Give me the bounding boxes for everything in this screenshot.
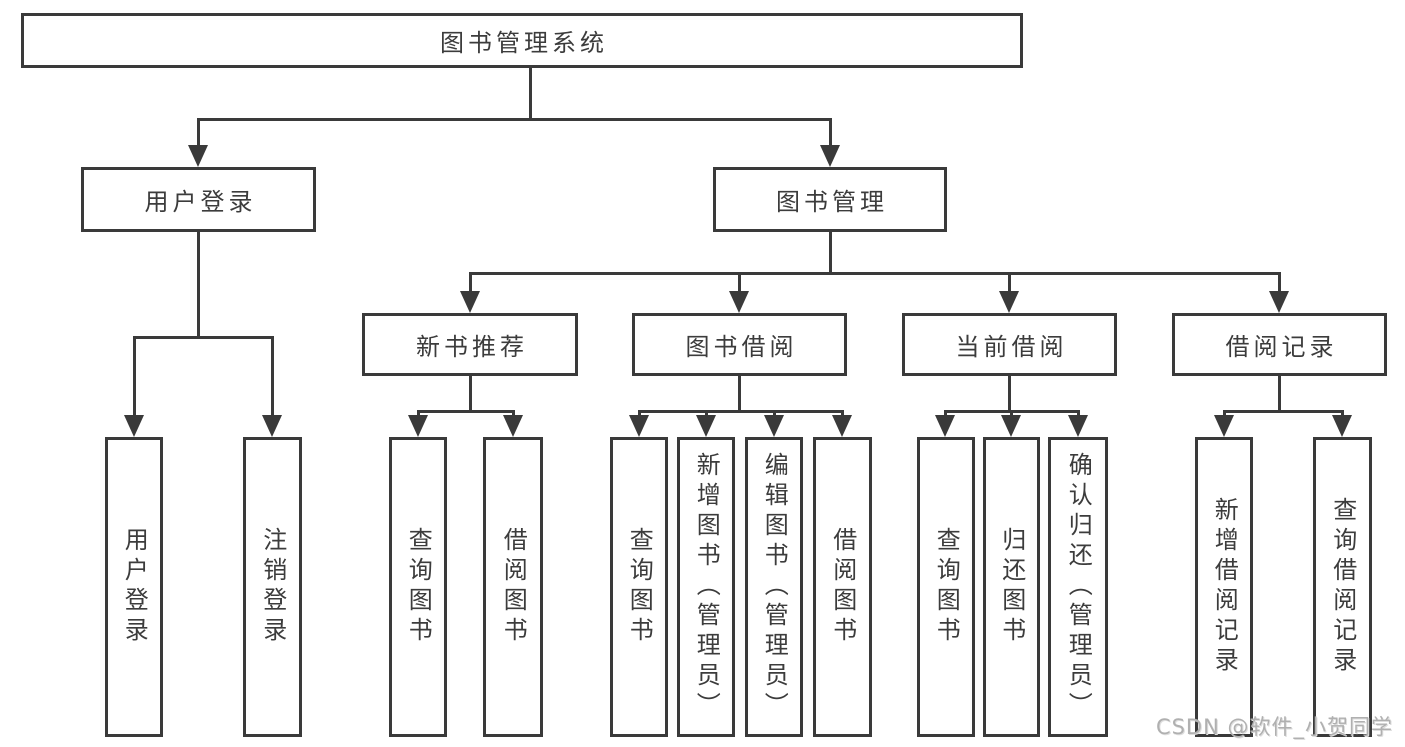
- leaf-edit-book-admin: 编辑图书（管理员）: [745, 437, 803, 737]
- node-book-management-label: 图书管理: [776, 188, 888, 216]
- leaf-confirm-return-admin: 确认归还（管理员）: [1048, 437, 1108, 737]
- connector-line: [738, 272, 741, 292]
- node-user-login-label: 用户登录: [144, 188, 257, 216]
- arrow-down-icon: [764, 415, 784, 437]
- connector-line: [944, 410, 947, 417]
- connector-line: [512, 410, 515, 417]
- arrow-down-icon: [503, 415, 523, 437]
- arrow-down-icon: [1269, 291, 1289, 313]
- csdn-watermark: CSDN @软件_小贺同学: [1155, 715, 1393, 739]
- leaf-query-books-3: 查询图书: [917, 437, 975, 737]
- arrow-down-icon: [729, 291, 749, 313]
- connector-line: [133, 336, 274, 339]
- connector-line: [1278, 272, 1281, 292]
- connector-line: [197, 232, 200, 336]
- connector-line: [1223, 410, 1344, 413]
- leaf-user-login-label: 用户登录: [120, 527, 149, 647]
- connector-line: [841, 410, 844, 417]
- connector-line: [773, 410, 776, 417]
- node-root-label: 图书管理系统: [440, 29, 608, 57]
- arrow-down-icon: [696, 415, 716, 437]
- leaf-add-borrow-record-label: 新增借阅记录: [1210, 497, 1239, 677]
- leaf-user-login: 用户登录: [105, 437, 163, 737]
- leaf-query-books-2-label: 查询图书: [625, 527, 654, 647]
- node-book-borrow-label: 图书借阅: [685, 333, 798, 361]
- leaf-add-book-admin: 新增图书（管理员）: [677, 437, 735, 737]
- arrow-down-icon: [820, 145, 840, 167]
- leaf-borrow-books-2: 借阅图书: [813, 437, 872, 737]
- connector-line: [705, 410, 708, 417]
- connector-line: [1341, 410, 1344, 417]
- leaf-return-book: 归还图书: [983, 437, 1040, 737]
- leaf-logout-label: 注销登录: [258, 527, 287, 647]
- arrow-down-icon: [629, 415, 649, 437]
- connector-line: [469, 272, 1281, 275]
- connector-line: [271, 336, 274, 416]
- arrow-down-icon: [408, 415, 428, 437]
- node-book-management: 图书管理: [713, 167, 947, 232]
- connector-line: [1008, 272, 1011, 292]
- arrow-down-icon: [188, 145, 208, 167]
- node-user-login: 用户登录: [81, 167, 316, 232]
- arrow-down-icon: [1068, 415, 1088, 437]
- node-book-borrow: 图书借阅: [632, 313, 847, 376]
- leaf-add-book-admin-label: 新增图书（管理员）: [692, 452, 721, 722]
- arrow-down-icon: [1214, 415, 1234, 437]
- connector-line: [417, 410, 515, 413]
- arrow-down-icon: [1001, 415, 1021, 437]
- node-new-book-recommend-label: 新书推荐: [416, 333, 528, 361]
- connector-line: [829, 118, 832, 146]
- leaf-query-borrow-record: 查询借阅记录: [1313, 437, 1372, 737]
- connector-line: [1077, 410, 1080, 417]
- arrow-down-icon: [1332, 415, 1352, 437]
- leaf-borrow-books-2-label: 借阅图书: [828, 527, 857, 647]
- connector-line: [197, 118, 200, 146]
- node-borrow-records: 借阅记录: [1172, 313, 1387, 376]
- connector-line: [638, 410, 844, 413]
- leaf-query-borrow-record-label: 查询借阅记录: [1328, 497, 1357, 677]
- leaf-query-books-3-label: 查询图书: [932, 527, 961, 647]
- connector-line: [1008, 376, 1011, 410]
- leaf-query-books-2: 查询图书: [610, 437, 668, 737]
- arrow-down-icon: [832, 415, 852, 437]
- connector-line: [1223, 410, 1226, 417]
- arrow-down-icon: [460, 291, 480, 313]
- arrow-down-icon: [999, 291, 1019, 313]
- leaf-query-books-1-label: 查询图书: [404, 527, 433, 647]
- connector-line: [417, 410, 420, 417]
- leaf-return-book-label: 归还图书: [997, 527, 1026, 647]
- connector-line: [1278, 376, 1281, 410]
- leaf-logout: 注销登录: [243, 437, 302, 737]
- node-current-borrow: 当前借阅: [902, 313, 1117, 376]
- connector-line: [638, 410, 641, 417]
- connector-line: [197, 118, 832, 121]
- arrow-down-icon: [935, 415, 955, 437]
- connector-line: [133, 336, 136, 416]
- connector-line: [529, 68, 532, 118]
- leaf-add-borrow-record: 新增借阅记录: [1195, 437, 1253, 737]
- connector-line: [1010, 410, 1013, 417]
- leaf-borrow-books-1: 借阅图书: [483, 437, 543, 737]
- connector-line: [829, 232, 832, 272]
- connector-line: [469, 272, 472, 292]
- leaf-query-books-1: 查询图书: [389, 437, 447, 737]
- leaf-edit-book-admin-label: 编辑图书（管理员）: [760, 452, 789, 722]
- node-current-borrow-label: 当前借阅: [955, 333, 1068, 361]
- leaf-confirm-return-admin-label: 确认归还（管理员）: [1064, 452, 1093, 722]
- arrow-down-icon: [124, 415, 144, 437]
- node-new-book-recommend: 新书推荐: [362, 313, 578, 376]
- node-borrow-records-label: 借阅记录: [1225, 333, 1338, 361]
- node-root: 图书管理系统: [21, 13, 1023, 68]
- connector-line: [738, 376, 741, 410]
- connector-line: [469, 376, 472, 410]
- leaf-borrow-books-1-label: 借阅图书: [499, 527, 528, 647]
- arrow-down-icon: [262, 415, 282, 437]
